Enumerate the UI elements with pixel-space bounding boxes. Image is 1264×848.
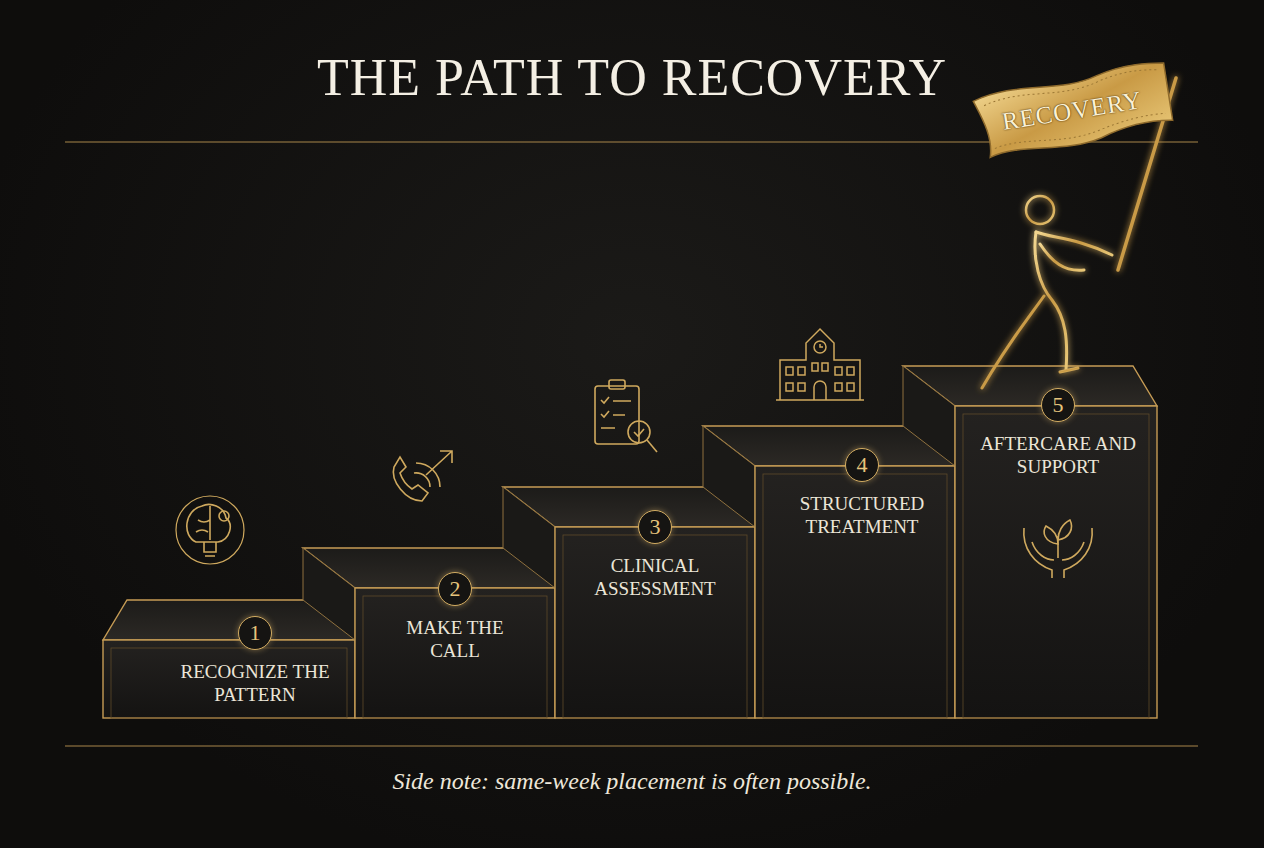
step-node: 1RECOGNIZE THE PATTERN — [180, 616, 330, 706]
step-inner — [763, 474, 947, 718]
bottom-rule — [65, 745, 1198, 746]
step-number: 1 — [238, 616, 272, 650]
recovery-flag: RECOVERY — [967, 57, 1177, 165]
step-front — [103, 640, 355, 718]
hands-plant-icon — [1024, 520, 1092, 578]
step-number: 2 — [438, 572, 472, 606]
step-number: 5 — [1041, 388, 1075, 422]
step-node: 4STRUCTURED TREATMENT — [787, 448, 937, 538]
step-front — [555, 527, 755, 718]
step-side — [303, 548, 355, 640]
step-node: 3CLINICAL ASSESSMENT — [570, 510, 740, 600]
step-node: 5AFTERCARE AND SUPPORT — [969, 388, 1147, 478]
flag-text: RECOVERY — [967, 57, 1177, 165]
step-label: AFTERCARE AND SUPPORT — [969, 432, 1147, 478]
step-number: 3 — [638, 510, 672, 544]
phone-icon — [393, 451, 452, 501]
step-inner — [111, 648, 347, 718]
clipboard-icon — [595, 380, 657, 452]
step-label: CLINICAL ASSESSMENT — [570, 554, 740, 600]
step-side — [503, 487, 555, 588]
step-side — [703, 426, 755, 527]
step-front — [355, 588, 555, 718]
building-icon — [776, 329, 864, 400]
step-label: STRUCTURED TREATMENT — [787, 492, 937, 538]
step-front — [755, 466, 955, 718]
step-node: 2MAKE THE CALL — [400, 572, 510, 662]
step-side — [903, 366, 955, 466]
step-inner — [963, 414, 1149, 718]
step-glow-edge — [103, 639, 355, 641]
step-inner — [563, 535, 747, 718]
brain-bulb-icon — [176, 496, 244, 564]
step-inner — [363, 596, 547, 718]
steps — [103, 366, 1157, 718]
diagram-caption: Side note: same-week placement is often … — [0, 768, 1264, 795]
step-front — [955, 406, 1157, 718]
step-label: RECOGNIZE THE PATTERN — [180, 660, 330, 706]
step-number: 4 — [845, 448, 879, 482]
step-label: MAKE THE CALL — [400, 616, 510, 662]
